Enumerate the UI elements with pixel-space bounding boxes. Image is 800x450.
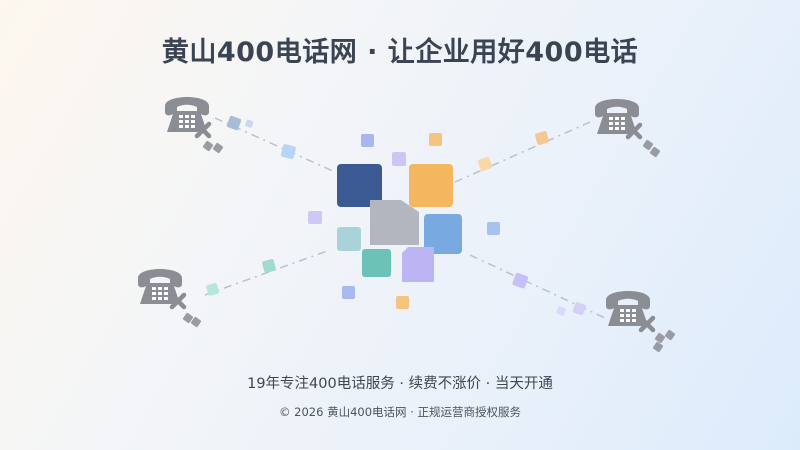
copyright-footer: © 2026 黄山400电话网 · 正规运营商授权服务 (279, 405, 521, 419)
central-block-cluster (308, 133, 500, 309)
floating-squares (206, 115, 586, 316)
phone-top-right (595, 99, 661, 158)
page-title: 黄山400电话网 · 让企业用好400电话 (161, 37, 639, 68)
phone-bottom-left (138, 269, 202, 328)
phone-top-left (165, 97, 224, 154)
tagline: 19年专注400电话服务 · 续费不涨价 · 当天开通 (247, 376, 553, 392)
phone-bottom-right (606, 291, 676, 353)
